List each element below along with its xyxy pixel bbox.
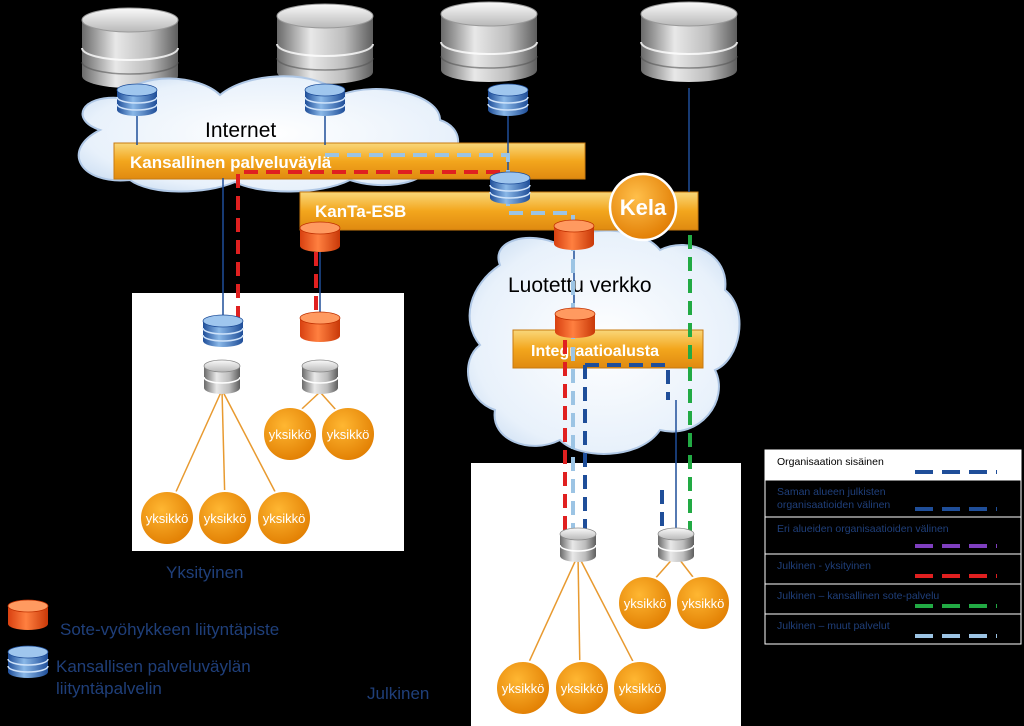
legend-sote-point-label: Sote-vyöhykkeen liityntäpiste: [60, 620, 279, 639]
legend-national-server-line1: Kansallisen palveluväylän: [56, 657, 251, 676]
blue-connector-icon-2: [304, 83, 346, 117]
svg-text:yksikkö: yksikkö: [204, 511, 247, 526]
legend-national-server-line2: liityntäpalvelin: [56, 679, 162, 698]
legend-row: Organisaation sisäinen: [764, 449, 1022, 481]
legend-row-label: Julkinen – kansallinen sote-palvelu: [777, 590, 939, 602]
svg-text:yksikkö: yksikkö: [619, 681, 662, 696]
unit-circle: yksikkö: [262, 406, 318, 462]
svg-text:yksikkö: yksikkö: [263, 511, 306, 526]
legend-row: Julkinen – kansallinen sote-palvelu: [764, 583, 1022, 615]
server-icon-public-1: [559, 527, 597, 563]
national-bus-label: Kansallinen palveluväylä: [130, 153, 332, 172]
server-icon-public-2: [657, 527, 695, 563]
public-label: Julkinen: [367, 684, 429, 703]
unit-circle: yksikkö: [617, 575, 673, 631]
database-icon-1: [81, 7, 179, 89]
integration-platform-label: Integraatioalusta: [531, 343, 659, 360]
blue-connector-icon-3: [487, 83, 529, 117]
svg-text:yksikkö: yksikkö: [269, 427, 312, 442]
blue-connector-icon-5: [202, 314, 244, 348]
svg-text:yksikkö: yksikkö: [624, 596, 667, 611]
legend-row-label: Organisaation sisäinen: [777, 456, 884, 468]
legend-row-label: Julkinen – muut palvelut: [777, 620, 890, 632]
legend-row: Eri alueiden organisaatioiden välinen: [764, 516, 1022, 555]
svg-text:yksikkö: yksikkö: [502, 681, 545, 696]
unit-circle: yksikkö: [495, 660, 551, 716]
private-label: Yksityinen: [166, 563, 243, 582]
unit-circle: yksikkö: [612, 660, 668, 716]
trusted-network-label: Luotettu verkko: [508, 274, 652, 297]
unit-circle: yksikkö: [139, 490, 195, 546]
svg-text:yksikkö: yksikkö: [327, 427, 370, 442]
svg-text:yksikkö: yksikkö: [682, 596, 725, 611]
integration-platform-bar: [512, 329, 704, 369]
unit-circle: yksikkö: [320, 406, 376, 462]
kela-circle: [608, 172, 678, 242]
database-icon-3: [440, 1, 538, 83]
internet-label: Internet: [205, 119, 276, 142]
unit-circle: yksikkö: [554, 660, 610, 716]
server-icon-private-1: [203, 359, 241, 395]
legend-red-connector-icon: [7, 599, 49, 631]
red-connector-icon-4: [554, 307, 596, 339]
server-icon-private-2: [301, 359, 339, 395]
legend-row: Julkinen – muut palvelut: [764, 613, 1022, 645]
unit-circle: yksikkö: [675, 575, 731, 631]
kela-label: Kela: [620, 195, 667, 220]
database-icon-4: [640, 1, 738, 83]
legend-row-label: Julkinen - yksityinen: [777, 560, 871, 572]
database-icon-2: [276, 3, 374, 85]
red-connector-icon-3: [299, 311, 341, 343]
legend-row: Julkinen - yksityinen: [764, 553, 1022, 585]
svg-text:yksikkö: yksikkö: [146, 511, 189, 526]
blue-connector-icon-1: [116, 83, 158, 117]
red-connector-icon-1: [299, 221, 341, 253]
unit-circle: yksikkö: [256, 490, 312, 546]
unit-circle: yksikkö: [197, 490, 253, 546]
kanta-esb-label: KanTa-ESB: [315, 202, 406, 221]
blue-connector-icon-4: [489, 171, 531, 205]
legend-row-label: Eri alueiden organisaatioiden välinen: [777, 523, 949, 535]
red-connector-icon-2: [553, 219, 595, 251]
svg-text:yksikkö: yksikkö: [561, 681, 604, 696]
legend-blue-connector-icon: [7, 645, 49, 679]
connection-lines: [136, 88, 704, 676]
